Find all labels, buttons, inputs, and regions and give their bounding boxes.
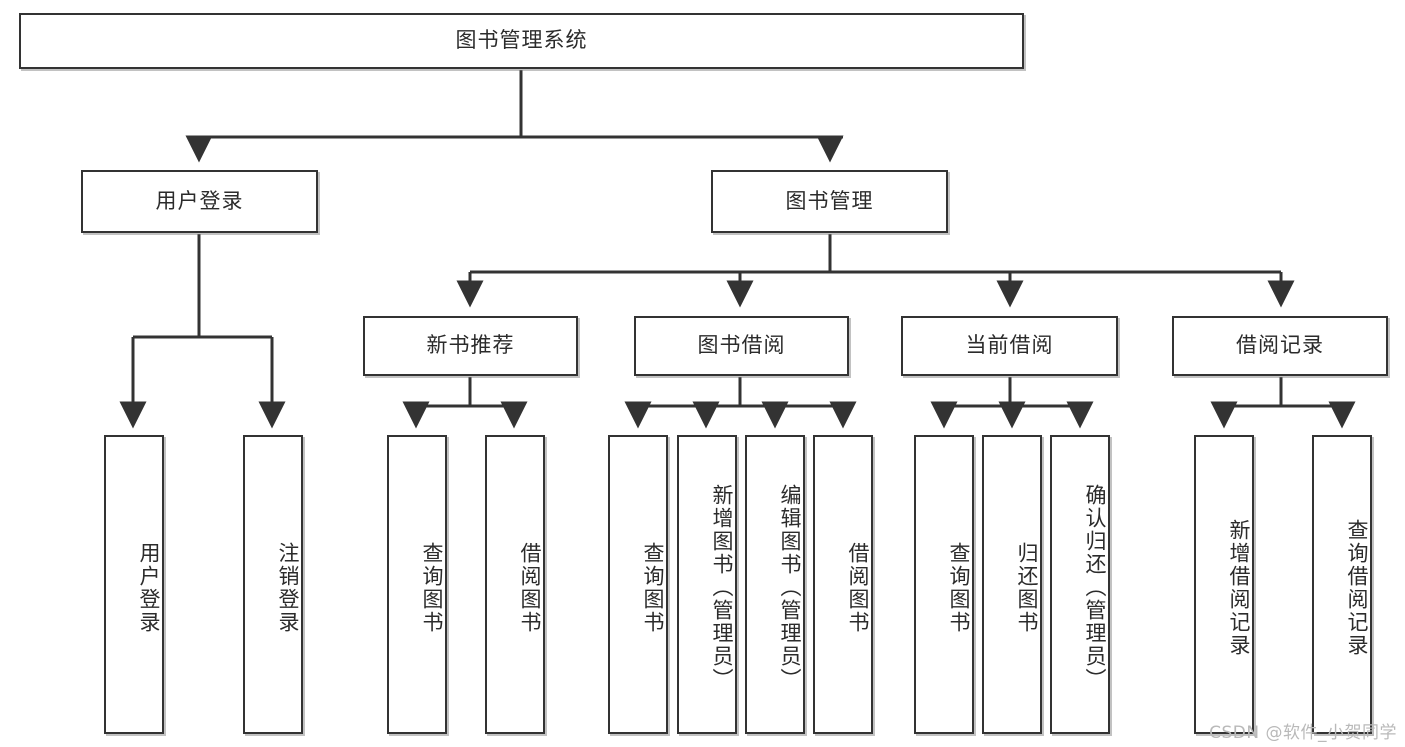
node-label: 图书借阅	[697, 333, 786, 358]
leaf-return-book[interactable]: 归还图书	[982, 435, 1042, 734]
leaf-edit-book[interactable]: 编辑图书（管理员）	[745, 435, 805, 734]
node-label: 确认归还（管理员）	[1083, 484, 1107, 691]
node-root-system[interactable]: 图书管理系统	[19, 13, 1024, 69]
node-label: 用户登录	[137, 541, 161, 634]
leaf-borrow-book-recommend[interactable]: 借阅图书	[485, 435, 545, 734]
leaf-logout-login[interactable]: 注销登录	[243, 435, 303, 734]
node-label: 图书管理	[785, 188, 874, 213]
csdn-watermark: CSDN @软件_小贺同学	[1209, 723, 1397, 743]
node-label: 归还图书	[1015, 541, 1039, 634]
node-new-book-recommend[interactable]: 新书推荐	[363, 316, 578, 376]
node-current-borrow[interactable]: 当前借阅	[901, 316, 1118, 376]
leaf-confirm-return[interactable]: 确认归还（管理员）	[1050, 435, 1110, 734]
leaf-query-book-recommend[interactable]: 查询图书	[387, 435, 447, 734]
node-label: 新增图书（管理员）	[710, 484, 734, 691]
leaf-add-borrow-record[interactable]: 新增借阅记录	[1194, 435, 1254, 734]
leaf-query-book-borrow[interactable]: 查询图书	[608, 435, 668, 734]
node-label: 借阅图书	[518, 541, 542, 634]
node-label: 查询图书	[641, 541, 665, 634]
node-book-borrow[interactable]: 图书借阅	[634, 316, 849, 376]
leaf-query-book-current[interactable]: 查询图书	[914, 435, 974, 734]
leaf-query-borrow-record[interactable]: 查询借阅记录	[1312, 435, 1372, 734]
node-label: 查询图书	[420, 541, 444, 634]
node-label: 用户登录	[155, 188, 244, 213]
node-label: 编辑图书（管理员）	[778, 484, 802, 691]
node-borrow-record[interactable]: 借阅记录	[1172, 316, 1388, 376]
node-label: 查询借阅记录	[1345, 518, 1369, 657]
node-book-management[interactable]: 图书管理	[711, 170, 948, 233]
leaf-add-book[interactable]: 新增图书（管理员）	[677, 435, 737, 734]
node-label: 图书管理系统	[455, 28, 588, 53]
node-label: 注销登录	[276, 541, 300, 634]
leaf-borrow-book[interactable]: 借阅图书	[813, 435, 873, 734]
leaf-user-login[interactable]: 用户登录	[104, 435, 164, 734]
node-label: 查询图书	[947, 541, 971, 634]
node-user-login[interactable]: 用户登录	[81, 170, 318, 233]
node-label: 新书推荐	[426, 333, 515, 358]
node-label: 新增借阅记录	[1227, 518, 1251, 657]
node-label: 借阅记录	[1236, 333, 1324, 358]
node-label: 借阅图书	[846, 541, 870, 634]
node-label: 当前借阅	[965, 333, 1054, 358]
